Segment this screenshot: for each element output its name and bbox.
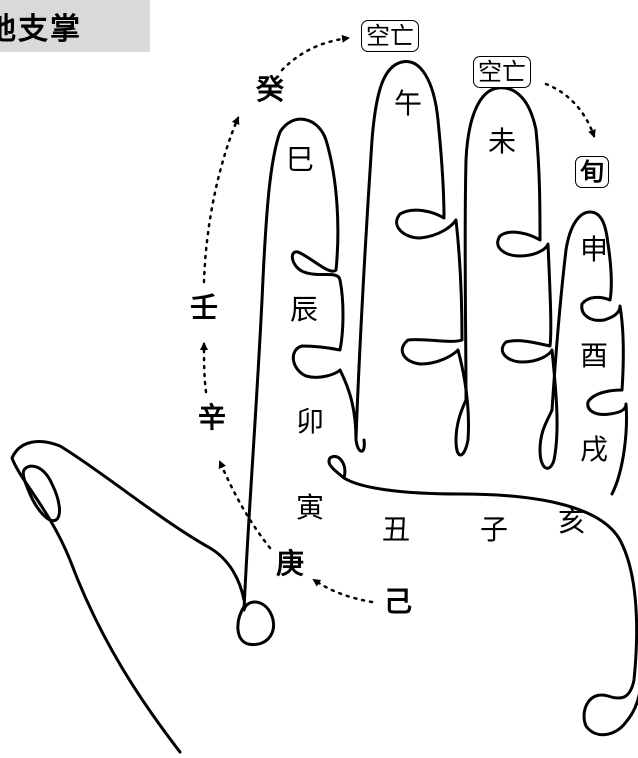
branch-wei: 未 — [488, 128, 516, 156]
branch-xu: 戌 — [580, 436, 608, 464]
stem-geng: 庚 — [276, 550, 304, 578]
thumbnail-outline — [23, 466, 59, 521]
hand-wrist-left-outline — [12, 442, 244, 752]
tag-xun: 旬 — [575, 156, 609, 188]
stem-gui: 癸 — [256, 76, 284, 104]
tag-empty-2: 空亡 — [473, 56, 531, 88]
arrow-ren-to-gui — [204, 118, 238, 282]
arrow-xin-to-ren — [204, 344, 206, 392]
branch-chen: 辰 — [290, 296, 318, 324]
arrow-ji-to-geng — [314, 580, 372, 602]
branch-you: 酉 — [580, 342, 608, 370]
middle-finger-outline — [356, 62, 469, 455]
branch-mao: 卯 — [296, 408, 324, 436]
arrow-gui-to-empty1 — [282, 38, 348, 70]
palm-lower-edge — [329, 456, 638, 734]
stem-ren: 壬 — [190, 294, 218, 322]
branch-yin: 寅 — [296, 494, 324, 522]
arrow-geng-to-xin — [220, 462, 270, 548]
arrow-empty2-to-xun — [546, 84, 594, 136]
branch-shen: 申 — [580, 236, 608, 264]
branch-hai: 亥 — [558, 508, 586, 536]
tag-empty-1: 空亡 — [361, 20, 419, 52]
branch-si: 巳 — [286, 146, 314, 174]
branch-wu: 午 — [394, 90, 422, 118]
branch-chou: 丑 — [382, 516, 410, 544]
stem-xin: 辛 — [198, 404, 226, 432]
branch-zi: 子 — [480, 516, 508, 544]
stem-ji: 己 — [384, 588, 412, 616]
